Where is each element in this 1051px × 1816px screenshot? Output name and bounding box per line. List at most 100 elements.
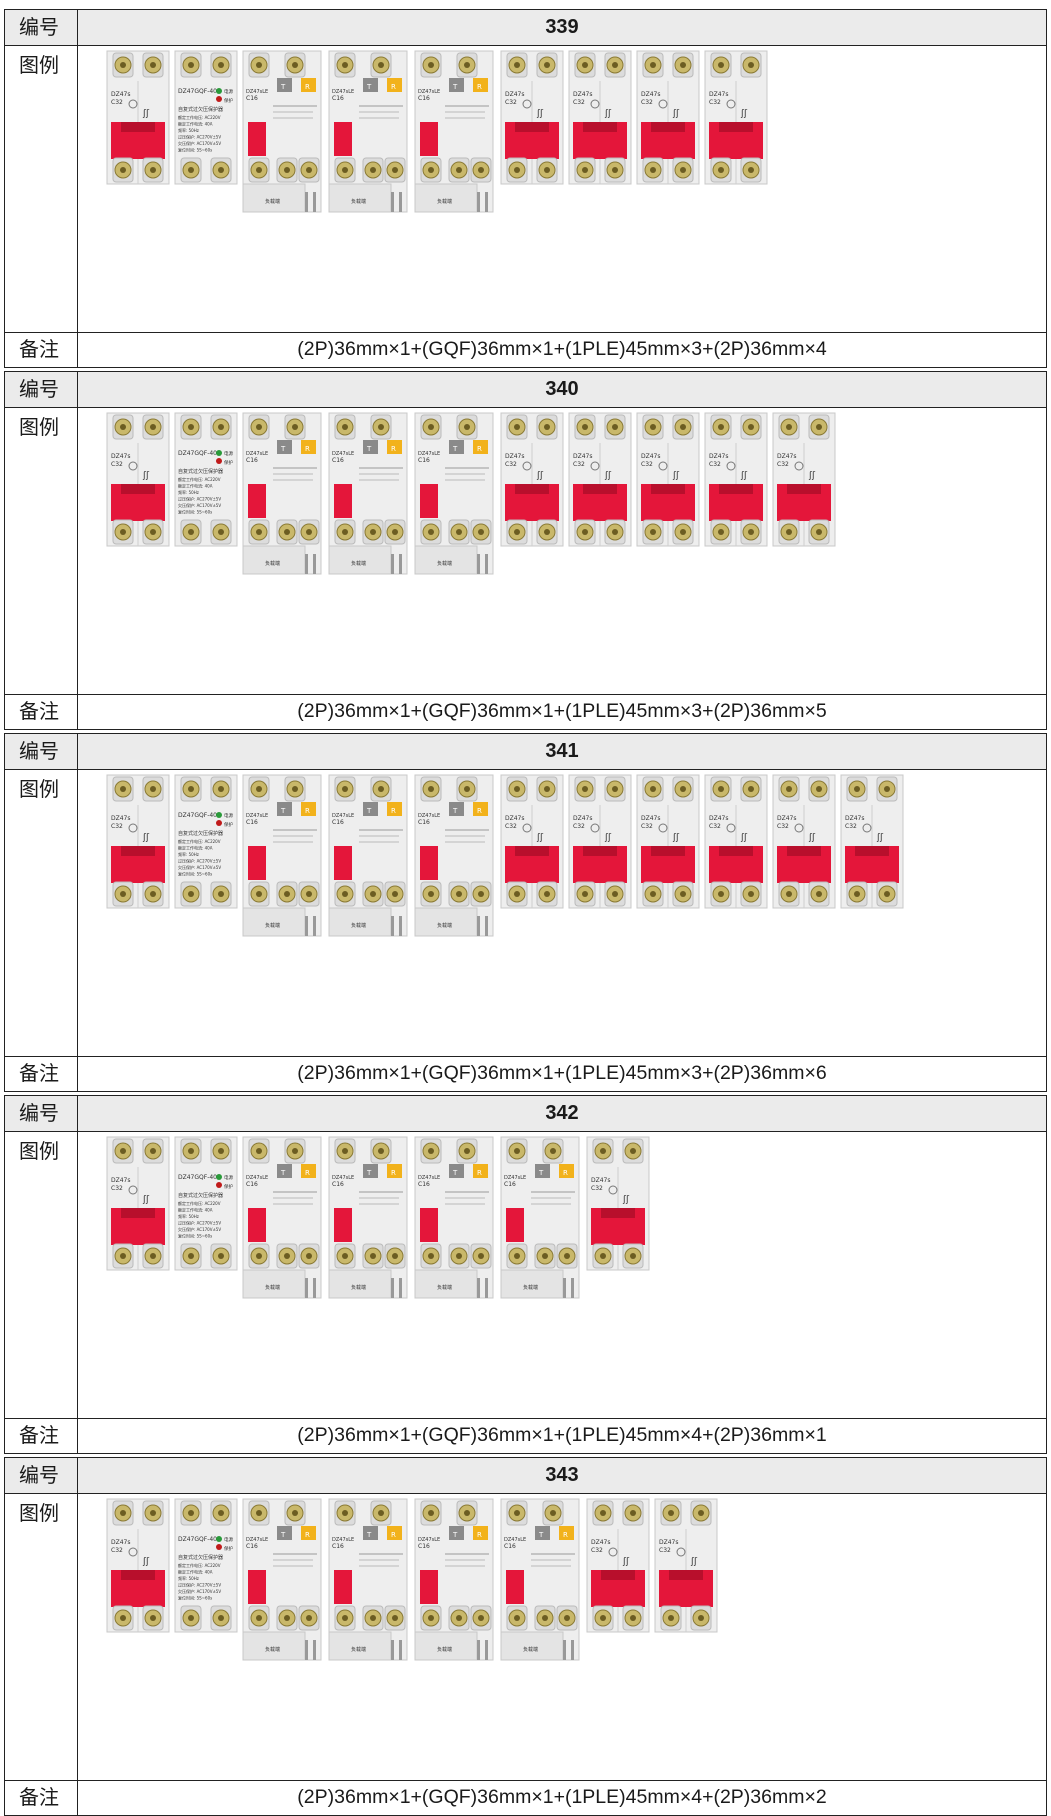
reset-button: [473, 78, 488, 92]
header-row: 编号 341: [5, 734, 1046, 770]
switch-symbol: ʃʃ: [536, 471, 544, 481]
cert-mark-icon: [522, 99, 532, 109]
module-rating: C32: [641, 99, 653, 106]
test-button: [277, 78, 292, 92]
gqf-spec-line: 额定工作电压: AC220V: [178, 1562, 221, 1568]
ple-rating: C16: [418, 457, 430, 464]
module-rating: C32: [709, 461, 721, 468]
gqf-spec-line: 欠压保护: AC170V±5V: [178, 1588, 221, 1594]
ple-model: DZ47sLE: [504, 1537, 526, 1543]
legend-label: 图例: [5, 46, 78, 332]
power-led-icon: [216, 88, 222, 94]
test-button: [535, 1164, 550, 1178]
note-row: 备注 (2P)36mm×1+(GQF)36mm×1+(1PLE)45mm×3+(…: [5, 333, 1046, 367]
reset-button: [473, 1164, 488, 1178]
gqf-spec-line: 过压保护: AC270V±5V: [178, 1220, 221, 1226]
ple-rating: C16: [332, 819, 344, 826]
gqf-spec-line: 复位时间: 5S~60s: [178, 871, 212, 877]
test-button: [277, 1164, 292, 1178]
note-label: 备注: [5, 1057, 78, 1091]
ple-model: DZ47sLE: [418, 89, 440, 95]
test-button: [277, 440, 292, 454]
switch-symbol: ʃʃ: [622, 1195, 630, 1205]
gqf-power: 电源: [224, 88, 233, 95]
module-rating: C32: [659, 1547, 671, 1554]
ple-model: DZ47sLE: [332, 451, 354, 457]
cert-mark-icon: [128, 1547, 138, 1557]
ple-load-side: 负载端: [351, 1284, 366, 1291]
toggle-handle: [506, 1570, 524, 1604]
module-model: DZ47s: [111, 1539, 131, 1546]
test-button: [363, 1526, 378, 1540]
test-button: [449, 1526, 464, 1540]
legend-label: 图例: [5, 408, 78, 694]
reset-button: [387, 802, 402, 816]
ple-test: T: [366, 445, 372, 453]
ple-load-side: 负载端: [437, 198, 452, 205]
cert-mark-icon: [608, 1185, 618, 1195]
module-model: DZ47s: [505, 453, 525, 460]
ple-model: DZ47sLE: [246, 451, 268, 457]
test-button: [449, 78, 464, 92]
ple-model: DZ47sLE: [332, 1175, 354, 1181]
ple-load-side: 负载端: [351, 1646, 366, 1653]
ple-reset: R: [305, 83, 310, 91]
header-row: 编号 342: [5, 1096, 1046, 1132]
module-model: DZ47s: [573, 453, 593, 460]
ple-rating: C16: [332, 95, 344, 102]
ple-rating: C16: [504, 1181, 516, 1188]
gqf-spec-line: 复位时间: 5S~60s: [178, 1595, 212, 1601]
test-button: [449, 440, 464, 454]
gqf-spec-line: 欠压保护: AC170V±5V: [178, 140, 221, 146]
gqf-spec-line: 过压保护: AC270V±5V: [178, 858, 221, 864]
toggle-handle: [334, 1570, 352, 1604]
test-button: [363, 440, 378, 454]
reset-button: [559, 1526, 574, 1540]
gqf-spec-line: 过压保护: AC270V±5V: [178, 496, 221, 502]
number-label: 编号: [5, 1096, 78, 1131]
switch-symbol: ʃʃ: [690, 1557, 698, 1567]
ple-model: DZ47sLE: [418, 1175, 440, 1181]
ple-load-side: 负载端: [265, 198, 280, 205]
ple-test: T: [280, 83, 286, 91]
ple-reset: R: [391, 83, 396, 91]
ple-test: T: [366, 1531, 372, 1539]
cert-mark-icon: [726, 461, 736, 471]
gqf-spec-line: 复位时间: 5S~60s: [178, 509, 212, 515]
switch-symbol: ʃʃ: [740, 109, 748, 119]
switch-symbol: ʃʃ: [536, 109, 544, 119]
cert-mark-icon: [128, 1185, 138, 1195]
module-model: DZ47s: [591, 1539, 611, 1546]
cert-mark-icon: [862, 823, 872, 833]
gqf-title: 自复式过欠压保护器: [178, 1554, 223, 1561]
ple-test: T: [280, 1531, 286, 1539]
protect-led-icon: [216, 96, 222, 102]
switch-symbol: ʃʃ: [604, 109, 612, 119]
gqf-spec-line: 频率: 50Hz: [178, 851, 199, 857]
ple-reset: R: [305, 807, 310, 815]
test-button: [535, 1526, 550, 1540]
cert-mark-icon: [658, 461, 668, 471]
ple-load-side: 负载端: [523, 1646, 538, 1653]
gqf-protect: 保护: [224, 1183, 233, 1190]
